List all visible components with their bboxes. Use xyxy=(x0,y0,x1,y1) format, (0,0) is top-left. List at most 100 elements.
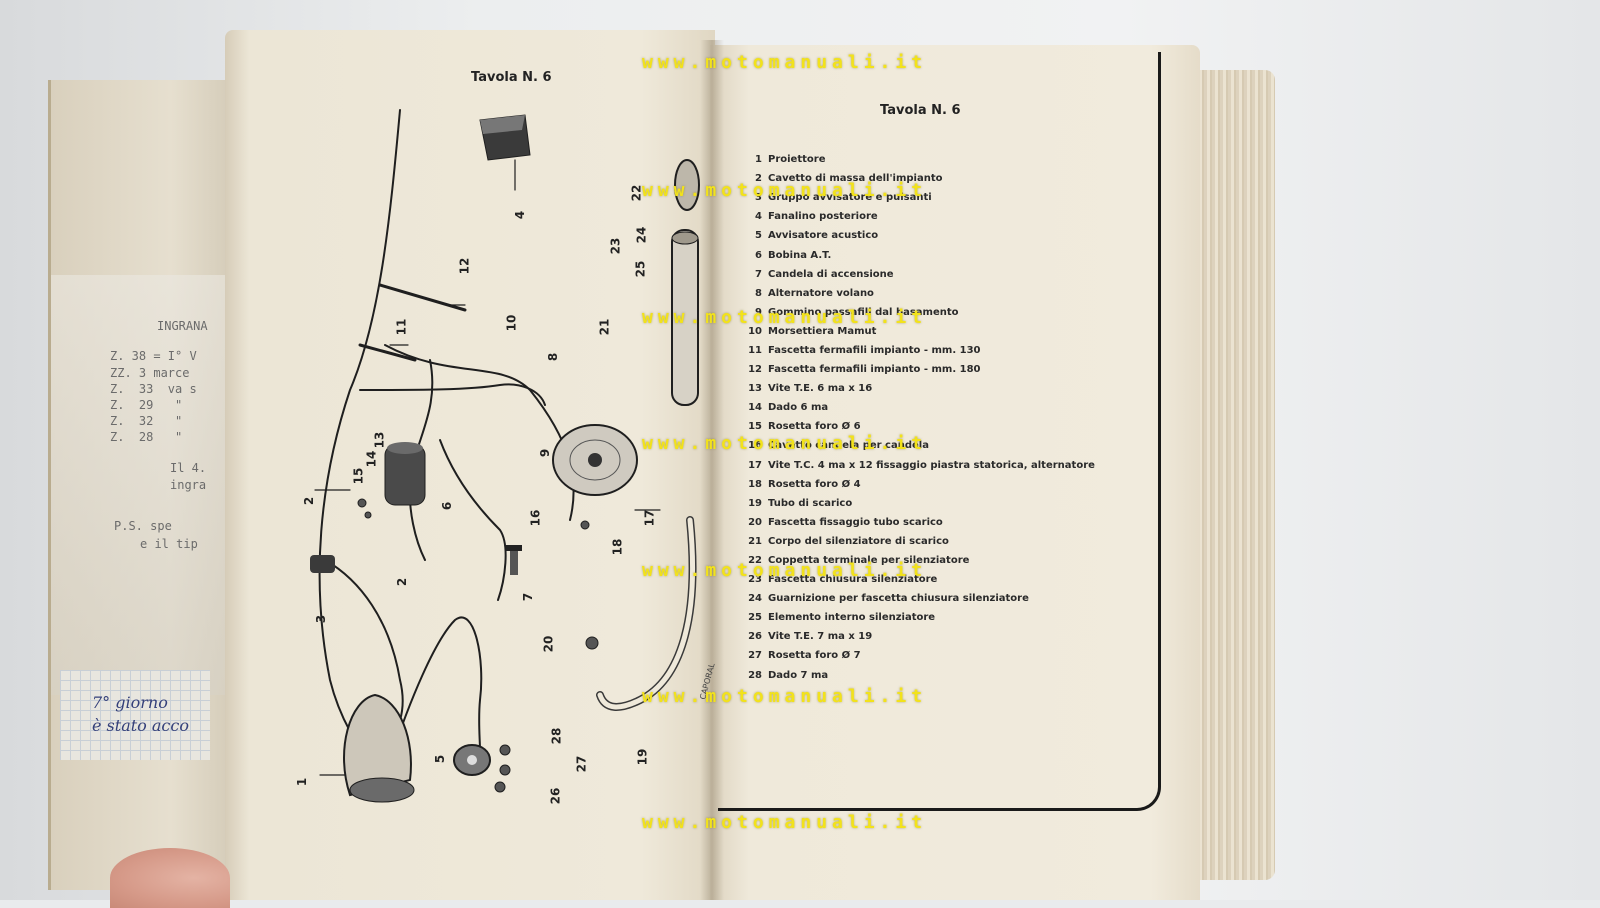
callout-number: 21 xyxy=(597,318,612,336)
part-number: 18 xyxy=(748,478,762,490)
horn-cable xyxy=(389,616,483,761)
callout-number: 16 xyxy=(528,509,543,527)
callout-number: 15 xyxy=(351,467,366,485)
strap-130 xyxy=(358,343,417,362)
callout-number: 13 xyxy=(372,431,387,449)
part-entry: 15 Rosetta foro Ø 6 xyxy=(746,417,1095,436)
part-name: Elemento interno silenziatore xyxy=(768,612,936,624)
part-entry: 4 Fanalino posteriore xyxy=(746,207,1095,226)
part-number: 26 xyxy=(748,631,762,643)
part-name: Fascetta chiusura silenziatore xyxy=(768,574,938,586)
part-name: Fascetta fissaggio tubo scarico xyxy=(768,516,943,528)
part-number: 16 xyxy=(748,440,762,452)
part-number: 15 xyxy=(748,421,762,433)
coil-cable xyxy=(359,383,546,406)
part-entry: 25 Elemento interno silenziatore xyxy=(746,608,1095,627)
part-name: Cavetto candela per candela xyxy=(768,440,929,452)
headlamp xyxy=(343,693,415,803)
watermark: www.motomanuali.it xyxy=(642,686,928,707)
callout-number: 19 xyxy=(635,748,650,766)
part-entry: 9 Gommino passafili dal basamento xyxy=(746,303,1095,322)
watermark: www.motomanuali.it xyxy=(642,560,928,581)
tail-lamp xyxy=(479,114,531,161)
alternator-flywheel xyxy=(552,424,638,496)
part-number: 2 xyxy=(755,173,762,185)
callout-number: 24 xyxy=(634,226,649,244)
strap-180 xyxy=(378,283,467,312)
callout-number: 25 xyxy=(633,260,648,278)
typed-line: Il 4. xyxy=(170,461,207,475)
part-name: Fanalino posteriore xyxy=(768,211,878,223)
right-page-title: Tavola N. 6 xyxy=(880,103,961,118)
part-number: 7 xyxy=(755,268,762,280)
part-name: Rosetta foro Ø 6 xyxy=(768,421,861,433)
thumb xyxy=(110,848,230,908)
part-entry: 14 Dado 6 ma xyxy=(746,398,1095,417)
part-entry: 3 Gruppo avvisatore e pulsanti xyxy=(746,188,1095,207)
part-name: Fascetta fermafili impianto - mm. 180 xyxy=(768,364,981,376)
part-name: Dado 6 ma xyxy=(768,402,829,414)
page-frame-border xyxy=(718,52,1161,811)
callout-number: 2 xyxy=(302,496,317,506)
part-number: 24 xyxy=(748,593,762,605)
part-name: Bobina A.T. xyxy=(768,249,832,261)
part-number: 6 xyxy=(755,249,762,261)
part-name: Tubo di scarico xyxy=(768,497,853,509)
part-name: Guarnizione per fascetta chiusura silenz… xyxy=(768,593,1029,605)
watermark: www.motomanuali.it xyxy=(642,812,928,833)
part-number: 14 xyxy=(748,402,762,414)
typed-line: Z. 33 va s xyxy=(110,382,197,396)
part-name: Vite T.C. 4 ma x 12 fissaggio piastra st… xyxy=(768,459,1095,471)
part-entry: 6 Bobina A.T. xyxy=(746,245,1095,264)
part-number: 9 xyxy=(755,306,762,318)
part-number: 10 xyxy=(748,325,762,337)
typed-line: Z. 38 = I° V xyxy=(110,349,197,363)
part-number: 17 xyxy=(748,459,762,471)
part-entry: 12 Fascetta fermafili impianto - mm. 180 xyxy=(746,360,1095,379)
callout-number: 14 xyxy=(364,450,379,468)
watermark: www.motomanuali.it xyxy=(642,307,928,328)
part-number: 25 xyxy=(748,612,762,624)
part-name: Gruppo avvisatore e pulsanti xyxy=(768,192,932,204)
part-number: 20 xyxy=(748,516,762,528)
typed-line: ZZ. 3 marce xyxy=(110,366,190,380)
callout-number: 3 xyxy=(314,614,329,624)
callout-number: 9 xyxy=(538,448,553,458)
callout-number: 27 xyxy=(574,755,589,773)
part-number: 22 xyxy=(748,555,762,567)
part-name: Morsettiera Mamut xyxy=(768,325,877,337)
back-cover-sheet xyxy=(48,80,251,890)
callout-number: 2 xyxy=(395,577,410,587)
typed-line: Z. 29 " xyxy=(110,398,183,412)
part-name: Rosetta foro Ø 7 xyxy=(768,650,861,662)
part-entry: 16 Cavetto candela per candela xyxy=(746,436,1095,455)
spark-plug xyxy=(506,545,522,575)
horn xyxy=(453,744,491,776)
part-name: Gommino passafili dal basamento xyxy=(768,306,959,318)
part-name: Coppetta terminale per silenziatore xyxy=(768,555,970,567)
typed-line: e il tip xyxy=(140,537,198,551)
part-number: 12 xyxy=(748,364,762,376)
callout-number: 5 xyxy=(433,754,448,764)
part-number: 21 xyxy=(748,535,762,547)
horn-switch-group xyxy=(310,555,335,573)
part-number: 3 xyxy=(755,192,762,204)
part-number: 28 xyxy=(748,669,762,681)
part-entry: 24 Guarnizione per fascetta chiusura sile… xyxy=(746,589,1095,608)
part-name: Fascetta fermafili impianto - mm. 130 xyxy=(768,344,981,356)
callout-number: 18 xyxy=(610,538,625,556)
handwritten-note-line: è stato acco xyxy=(92,716,189,735)
part-number: 5 xyxy=(755,230,762,242)
ground-cable xyxy=(318,109,401,761)
part-number: 4 xyxy=(755,211,762,223)
part-name: Cavetto di massa dell'impianto xyxy=(768,173,943,185)
callout-number: 11 xyxy=(394,318,409,336)
